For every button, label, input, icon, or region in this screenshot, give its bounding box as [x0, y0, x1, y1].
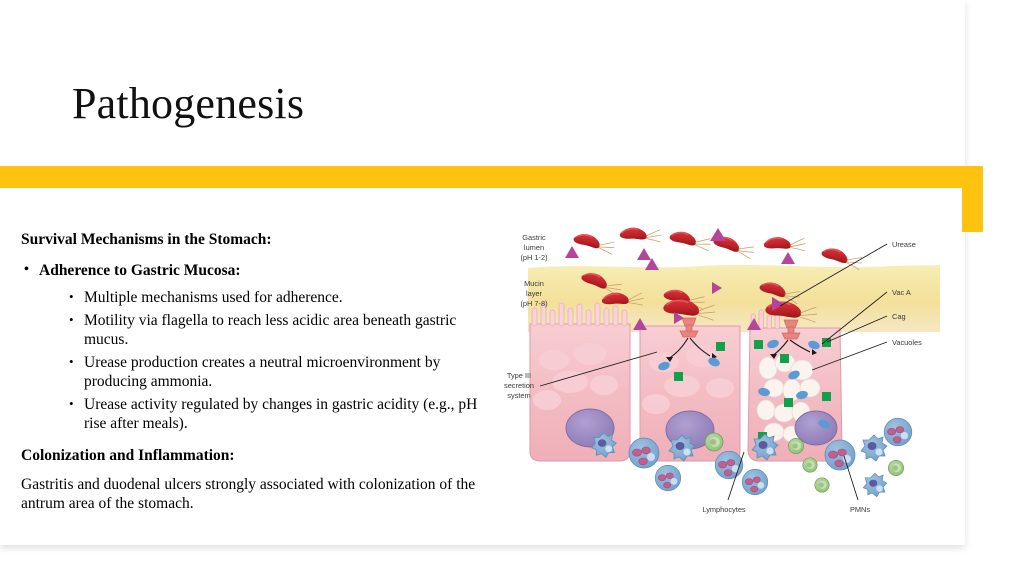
label-cag: Cag — [892, 312, 906, 321]
cag-marker — [780, 354, 789, 363]
label-pmns: PMNs — [850, 505, 870, 514]
accent-bar-vertical — [971, 166, 983, 232]
epithelial-cell-3 — [747, 309, 843, 462]
label-vaca: Vac A — [892, 288, 911, 297]
sub-bullet-motility-flagella: Motility via flagella to reach less acid… — [21, 310, 486, 350]
cag-marker — [822, 338, 831, 347]
bullet-adherence-to-gastric-mucosa: Adherence to Gastric Mucosa: — [21, 260, 486, 281]
vaca-marker — [818, 419, 830, 429]
label-gastric-lumen-line1: Gastric — [522, 233, 546, 242]
epithelial-cell-1 — [529, 302, 631, 462]
label-type3-line1: Type III — [507, 371, 531, 380]
cag-marker — [716, 342, 725, 351]
cag-marker — [822, 392, 831, 401]
vaca-marker — [708, 357, 720, 367]
vaca-marker — [758, 387, 770, 397]
label-lymphocytes: Lymphocytes — [702, 505, 746, 514]
urease-triangles — [565, 228, 795, 330]
accent-bar-descender — [962, 166, 972, 232]
label-vacuoles: Vacuoles — [892, 338, 922, 347]
sub-heading-colonization-inflammation: Colonization and Inflammation: — [21, 446, 235, 464]
sub-bullet-multiple-mechanisms: Multiple mechanisms used for adherence. — [21, 287, 486, 308]
leader-lines — [539, 243, 888, 501]
cag-marker — [674, 372, 683, 381]
vaca-marker — [658, 361, 670, 371]
label-gastric-lumen-line3: (pH 1-2) — [520, 253, 547, 262]
body-text-column: Survival Mechanisms in the Stomach: Adhe… — [21, 230, 486, 514]
accent-bar-horizontal — [0, 166, 972, 188]
label-type3-line2: secretion — [504, 381, 534, 390]
vaca-marker — [767, 339, 779, 349]
gastric-mucosa-figure: Gastric lumen (pH 1-2) Mucin layer (pH 7… — [492, 220, 962, 528]
epithelial-cell-2 — [639, 325, 741, 462]
vaca-marker — [796, 390, 808, 400]
sub-bullet-urease-activity: Urease activity regulated by changes in … — [21, 394, 486, 434]
label-gastric-lumen-line2: lumen — [524, 243, 544, 252]
label-urease: Urease — [892, 240, 916, 249]
page-title: Pathogenesis — [72, 79, 305, 128]
vaca-marker — [808, 340, 820, 350]
lead-heading: Survival Mechanisms in the Stomach: — [21, 231, 272, 248]
label-mucin-layer-line2: layer — [526, 289, 543, 298]
type3-secretion-pedestal — [679, 317, 801, 340]
cag-marker — [754, 340, 763, 349]
paragraph-gastritis: Gastritis and duodenal ulcers strongly a… — [21, 475, 476, 513]
cag-marker — [784, 398, 793, 407]
label-mucin-layer-line1: Mucin — [524, 279, 544, 288]
vaca-marker — [788, 370, 800, 380]
label-mucin-layer-line3: (pH 7-8) — [520, 299, 547, 308]
mucin-layer-band — [528, 264, 940, 332]
sub-bullet-urease-production: Urease production creates a neutral micr… — [21, 352, 486, 392]
label-type3-line3: system — [507, 391, 530, 400]
